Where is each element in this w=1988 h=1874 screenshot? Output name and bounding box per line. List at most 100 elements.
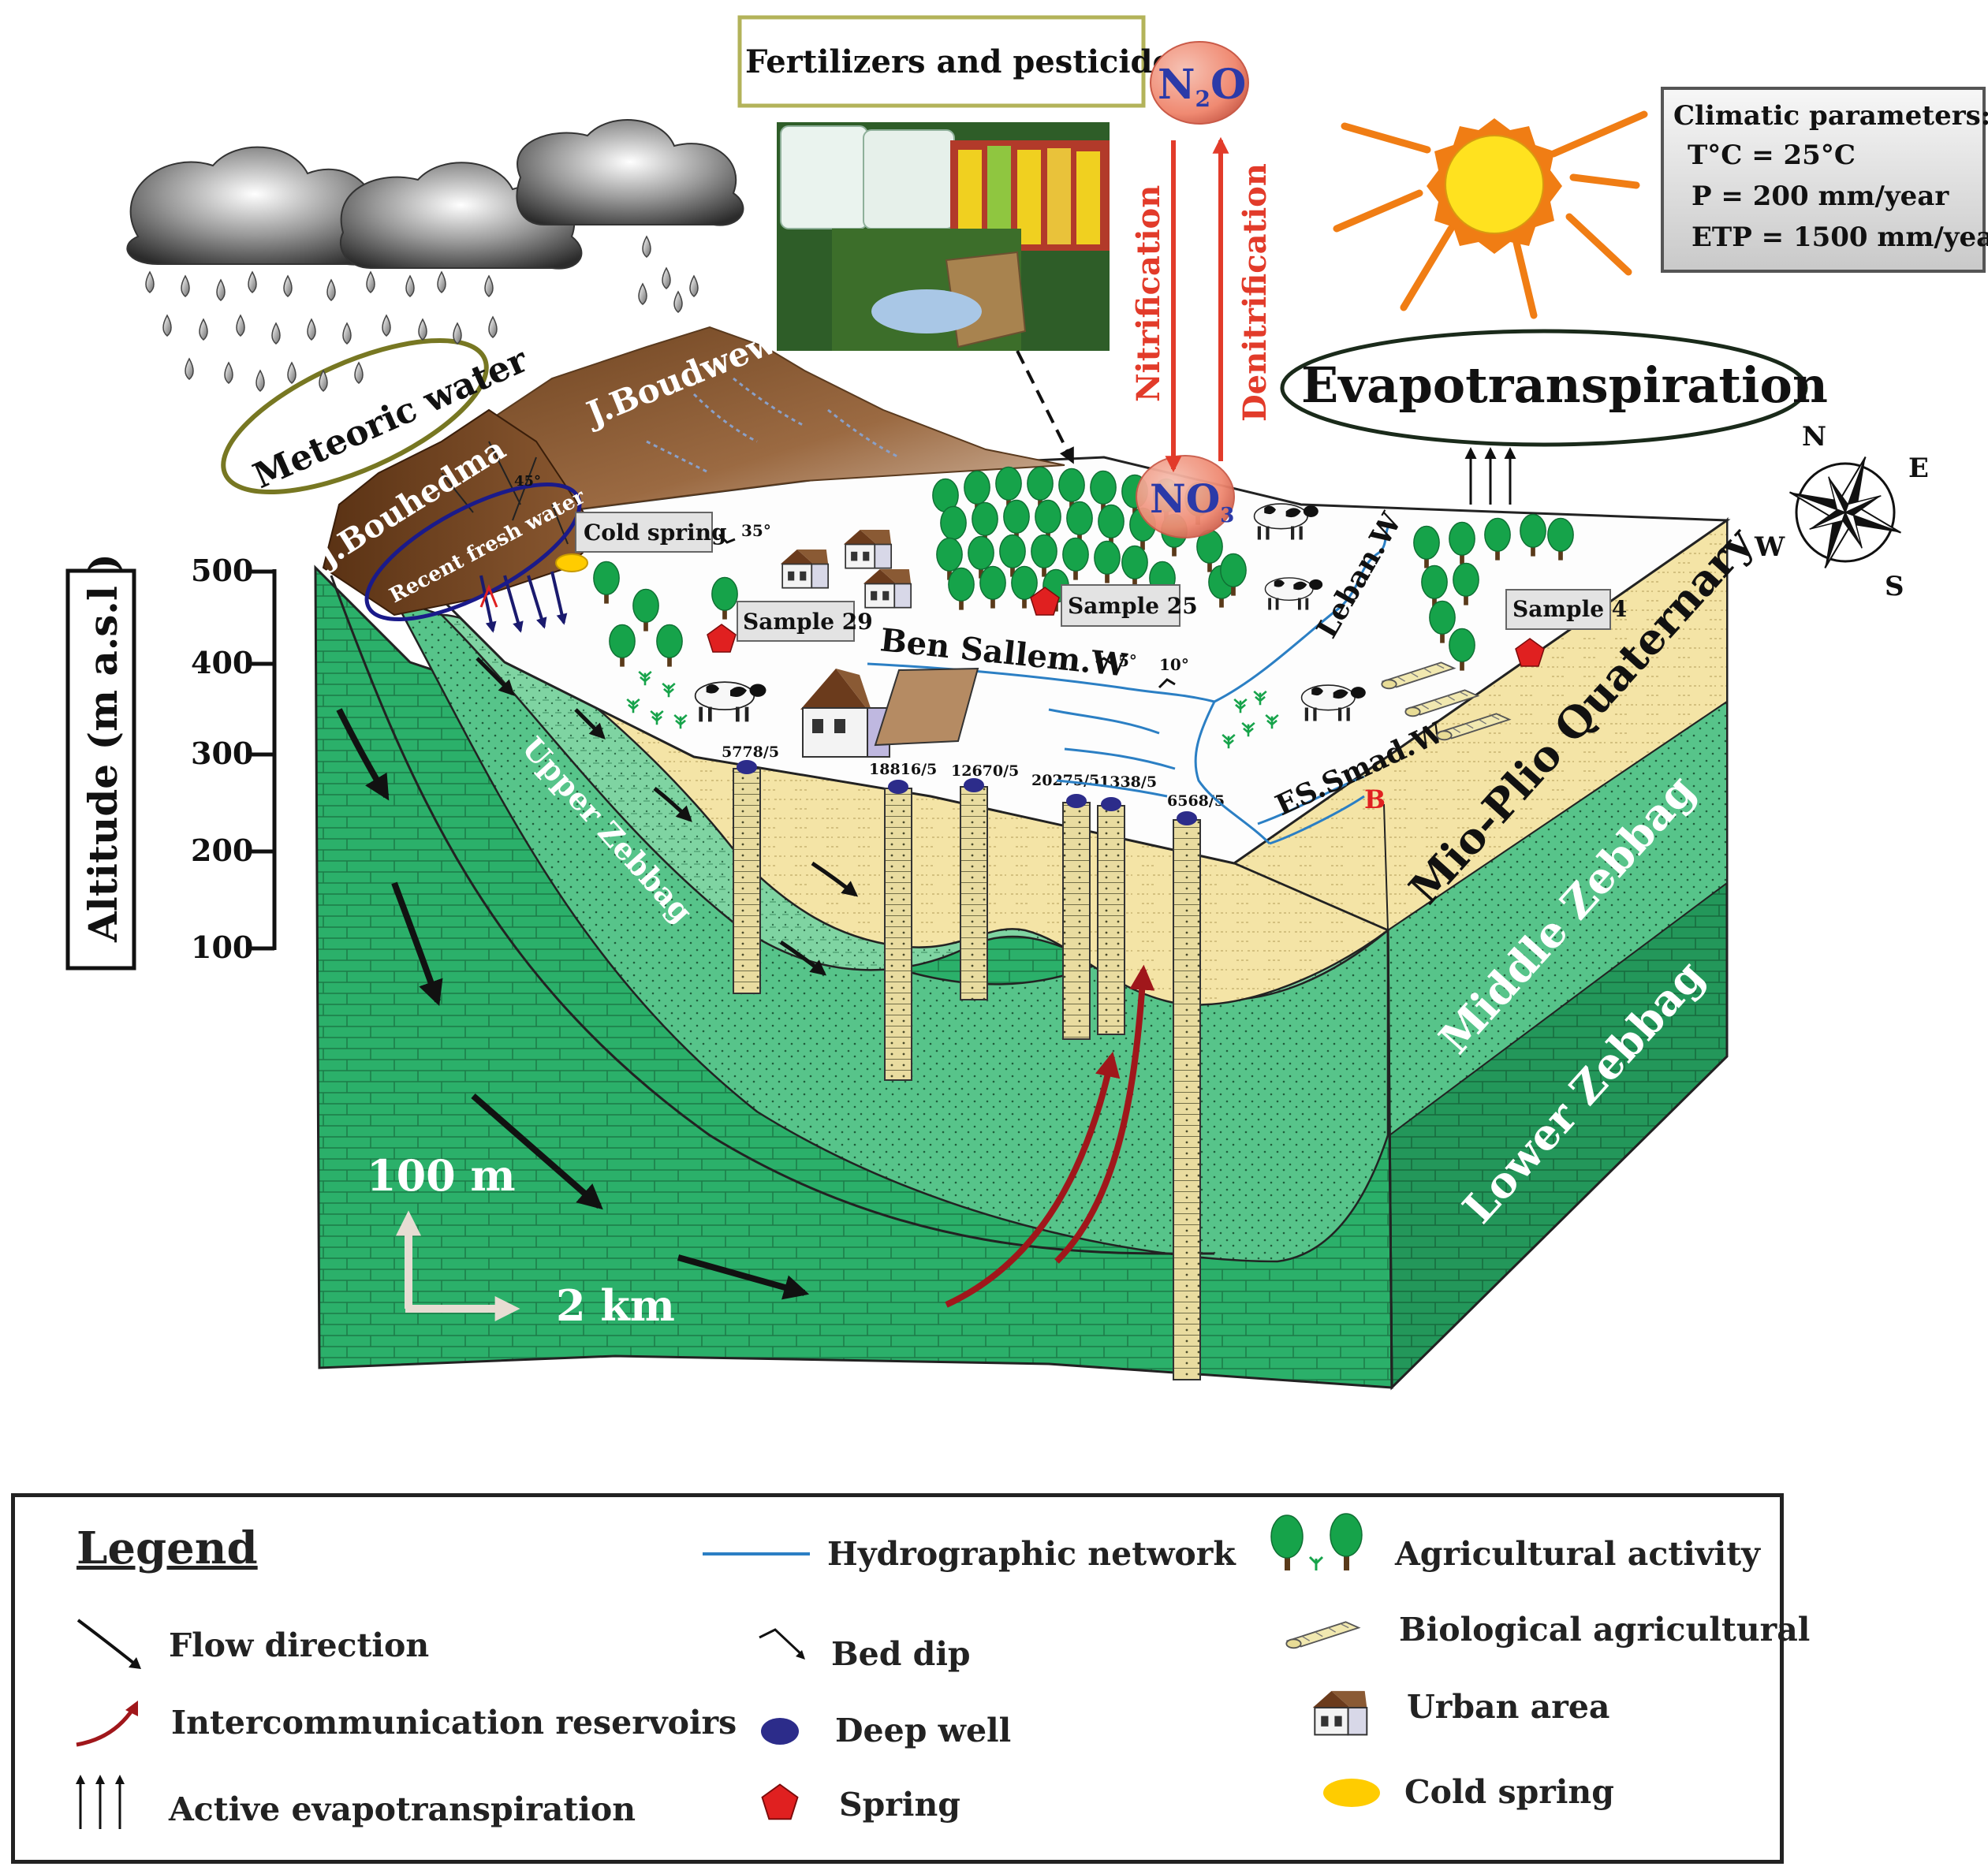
well-6568 (1173, 811, 1201, 1380)
fertilizer-jug (863, 129, 955, 229)
legend-hydro-label: Hydrographic network (827, 1535, 1236, 1573)
pesticide-bottle (987, 146, 1011, 244)
evapotranspiration-legend-icon (76, 1775, 125, 1829)
pesticide-bottle (1076, 151, 1100, 244)
compass-s: S (1885, 571, 1904, 602)
mountain-j-bouhedma (322, 408, 601, 617)
flow-arrow (471, 1093, 603, 1210)
n2o-subscript: 2 (1195, 86, 1210, 112)
bed-dip-icon (759, 1628, 805, 1660)
dip-label-35: 35° (741, 521, 771, 540)
climate-etp: ETP = 1500 mm/year (1691, 222, 1988, 253)
raindrop (453, 322, 462, 345)
dip-label-45: 45° (514, 473, 541, 490)
meteoric-water-ellipse (221, 337, 489, 495)
well-12670 (960, 778, 988, 1000)
agricultural-activity-icon (1270, 1513, 1363, 1570)
block-right-edge (1386, 930, 1393, 1388)
legend: Legend Flow direction Intercommunication… (11, 1493, 1810, 1864)
intercommunication-icon (76, 1701, 138, 1747)
raindrop (342, 322, 352, 345)
urban-area-icon (1312, 1690, 1368, 1736)
active-evapotranspiration-arrows (1464, 447, 1516, 505)
cold-spring-legend-icon (1323, 1779, 1380, 1807)
legend-deep-well-label: Deep well (835, 1712, 1012, 1749)
fertilizer-photo (777, 122, 1110, 351)
sample-4-box (1505, 589, 1611, 630)
cloud (126, 146, 383, 266)
sample-4-label: Sample 4 (1512, 596, 1627, 622)
flow-arrow (574, 708, 606, 740)
cloud (516, 119, 744, 226)
raindrop (216, 278, 226, 301)
bed-dip-marker (1095, 657, 1113, 665)
raindrop (326, 278, 336, 301)
raindrop (484, 274, 494, 297)
well-5778 (733, 760, 761, 994)
legend-bio-label: Biological agricultural (1399, 1611, 1811, 1649)
sample-25-box (1061, 584, 1180, 627)
flow-arrow (476, 657, 515, 696)
mountains (322, 326, 1065, 633)
raindrop (185, 357, 194, 380)
fertilizers-label: Fertilizers and pesticides (745, 43, 1190, 80)
label-point-b: B (1364, 784, 1386, 814)
intercommunication-arrows (945, 964, 1155, 1308)
legend-evap-label: Active evapotranspiration (169, 1790, 636, 1828)
raindrop (287, 361, 297, 384)
flow-direction-icon (76, 1619, 141, 1669)
fertilizer-granules (871, 289, 982, 333)
denitrification-label: Denitrification (1236, 163, 1274, 422)
dip-label-5: 5° (1118, 651, 1137, 670)
n2o-end: O (1210, 61, 1246, 109)
dip-label-10: 10° (1159, 655, 1189, 674)
deep-wells: 5778/5 18816/5 12670/5 20275/5 1338/5 65… (722, 743, 1225, 1380)
raindrop (689, 274, 699, 297)
compass-w: W (1754, 531, 1785, 563)
lower-zebbag-boundary (330, 575, 1215, 1255)
bed-dip-marker (718, 533, 736, 544)
axis-tick-300: 300 (191, 736, 253, 771)
clouds (126, 119, 744, 270)
raindrop (236, 314, 245, 337)
block-cut-line (1383, 803, 1389, 931)
well-label-12670: 12670/5 (951, 762, 1019, 780)
sample-29-label: Sample 29 (743, 609, 873, 635)
raindrop (181, 274, 190, 297)
raindrop (673, 290, 683, 313)
flow-arrow (391, 881, 443, 1007)
fertilizers-box (737, 15, 1146, 108)
raindrop (662, 266, 671, 289)
no3-bubble (1136, 455, 1235, 538)
climate-temperature: T°C = 25°C (1688, 140, 1856, 171)
no3-main: NO (1150, 475, 1220, 522)
axis-tick-200: 200 (191, 833, 253, 868)
evapotranspiration-ellipse (1280, 329, 1808, 447)
raindrop (283, 274, 293, 297)
n2o-bubble (1150, 41, 1249, 125)
raindrop (199, 318, 208, 341)
raindrop (307, 318, 316, 341)
raindrop (354, 361, 364, 384)
sun-icon (1333, 110, 1648, 319)
hydrographic-network (867, 523, 1391, 845)
compass-rose-icon: N E S W (1754, 421, 1929, 602)
legend-intercomm-label: Intercommunication reservoirs (171, 1704, 737, 1742)
altitude-axis: Altitude (m a.s.l ) 500 400 300 200 100 (65, 553, 277, 971)
well-label-1338: 1338/5 (1099, 773, 1157, 791)
scale-vertical-label: 100 m (367, 1150, 516, 1201)
n2o-main: N (1158, 61, 1195, 109)
flow-arrow (653, 787, 692, 822)
raindrop (224, 361, 233, 384)
legend-flow-label: Flow direction (169, 1626, 430, 1664)
raindrop (255, 369, 265, 392)
raindrop (405, 274, 415, 297)
intercomm-arrow (945, 1051, 1121, 1308)
no3-label: NO3 (1150, 475, 1234, 527)
sample-29-box (737, 601, 855, 642)
axis-tick-500: 500 (191, 553, 253, 588)
axis-title: Altitude (m a.s.l ) (80, 553, 126, 943)
raindrop (488, 315, 498, 338)
legend-agri-label: Agricultural activity (1395, 1535, 1760, 1573)
